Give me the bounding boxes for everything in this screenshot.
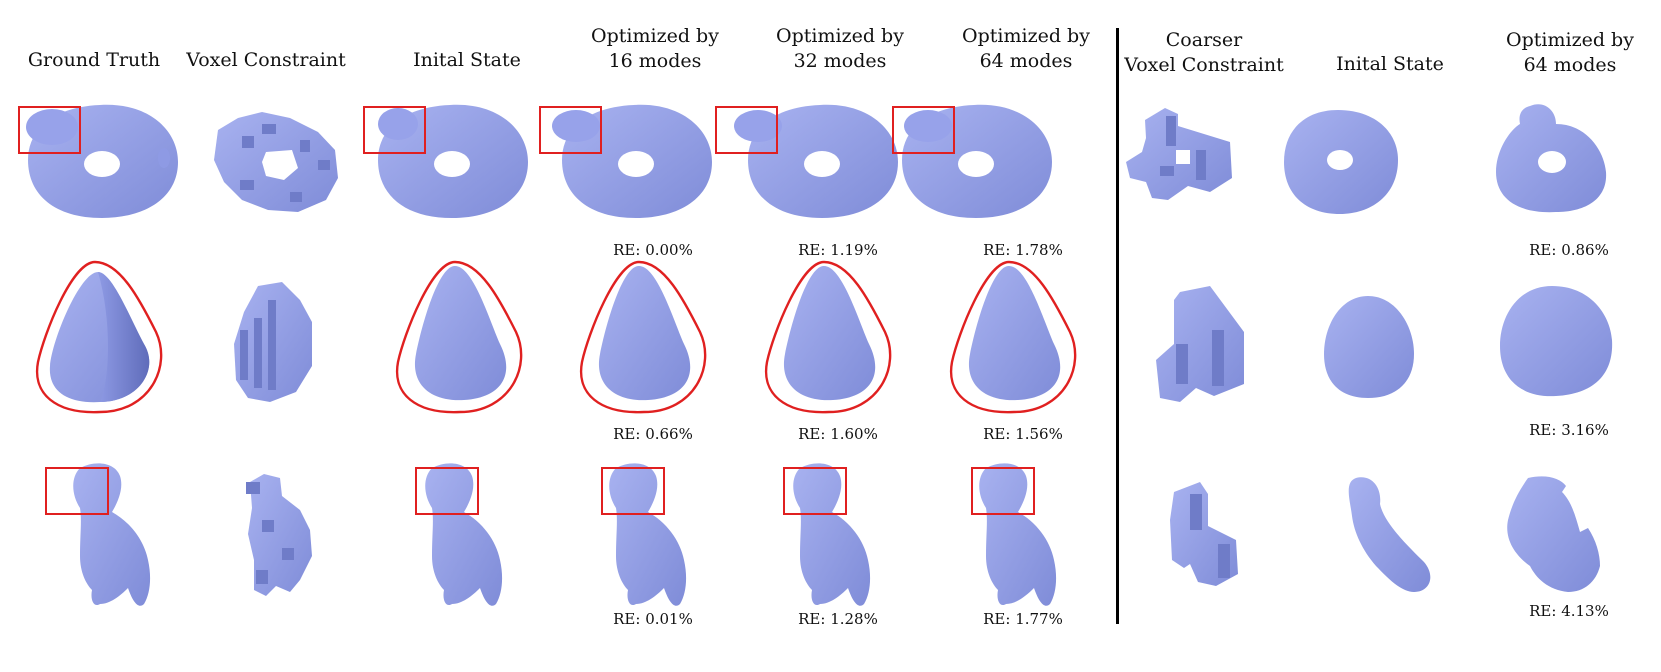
re-row1-64: RE: 1.78% [983,241,1063,259]
r1-optimized-32 [734,104,898,218]
r3-coarser-voxel [1170,482,1238,586]
re-row3-32: RE: 1.28% [798,610,878,628]
re-row3-64: RE: 1.77% [983,610,1063,628]
r3-opt16-highlight-box [601,467,665,515]
r2-opt16-highlight-outline [579,260,707,414]
header-initial-state: Inital State [413,49,521,71]
header-voxel-constraint: Voxel Constraint [186,49,346,71]
r3-optimized-16 [609,463,687,606]
r1-ground-truth [26,104,178,218]
r1-optimized-64-coarse [1496,104,1607,213]
r1-initial-highlight-box [363,106,426,154]
re-row2-64: RE: 1.56% [983,425,1063,443]
re-row2-32: RE: 1.60% [798,425,878,443]
r1-initial-state [378,104,528,218]
header-ground-truth: Ground Truth [27,49,161,71]
re-row3-coarse-64: RE: 4.13% [1529,602,1609,620]
re-row2-coarse-64: RE: 3.16% [1529,421,1609,439]
r3-optimized-32 [793,463,871,606]
r3-initial-state-coarse [1348,477,1431,592]
header-initial-state-coarse: Inital State [1336,53,1444,75]
r1-gt-highlight-box [18,106,81,154]
r1-optimized-16 [552,104,712,218]
r2-coarser-voxel [1156,286,1244,402]
r2-ground-truth [49,272,150,403]
r3-optimized-64 [979,463,1057,606]
re-row1-32: RE: 1.19% [798,241,878,259]
r3-optimized-64-coarse [1507,476,1600,592]
r1-voxel-constraint [214,112,338,212]
r3-opt32-highlight-box [783,467,847,515]
re-row1-coarse-64: RE: 0.86% [1529,241,1609,259]
section-divider [1116,28,1119,624]
r1-opt64-highlight-box [892,106,955,154]
r3-initial-highlight-box [415,467,479,515]
r3-voxel-constraint [246,474,312,596]
r3-initial-state [425,463,503,606]
r2-initial-state-coarse [1324,296,1414,398]
r3-opt64-highlight-box [971,467,1035,515]
r1-coarser-voxel [1126,108,1232,200]
r2-initial-highlight-outline [395,260,523,414]
r1-optimized-64 [902,104,1052,218]
r2-voxel-constraint [234,282,312,402]
r1-opt32-highlight-box [715,106,778,154]
re-row2-16: RE: 0.66% [613,425,693,443]
r3-ground-truth [73,463,151,606]
r1-initial-state-coarse [1284,110,1398,214]
re-row1-16: RE: 0.00% [613,241,693,259]
r1-opt16-highlight-box [539,106,602,154]
r2-gt-highlight-outline [35,260,163,414]
r2-optimized-64-coarse [1500,286,1613,397]
re-row3-16: RE: 0.01% [613,610,693,628]
r2-opt32-highlight-outline [764,260,892,414]
r3-gt-highlight-box [45,467,109,515]
r2-opt64-highlight-outline [949,260,1077,414]
